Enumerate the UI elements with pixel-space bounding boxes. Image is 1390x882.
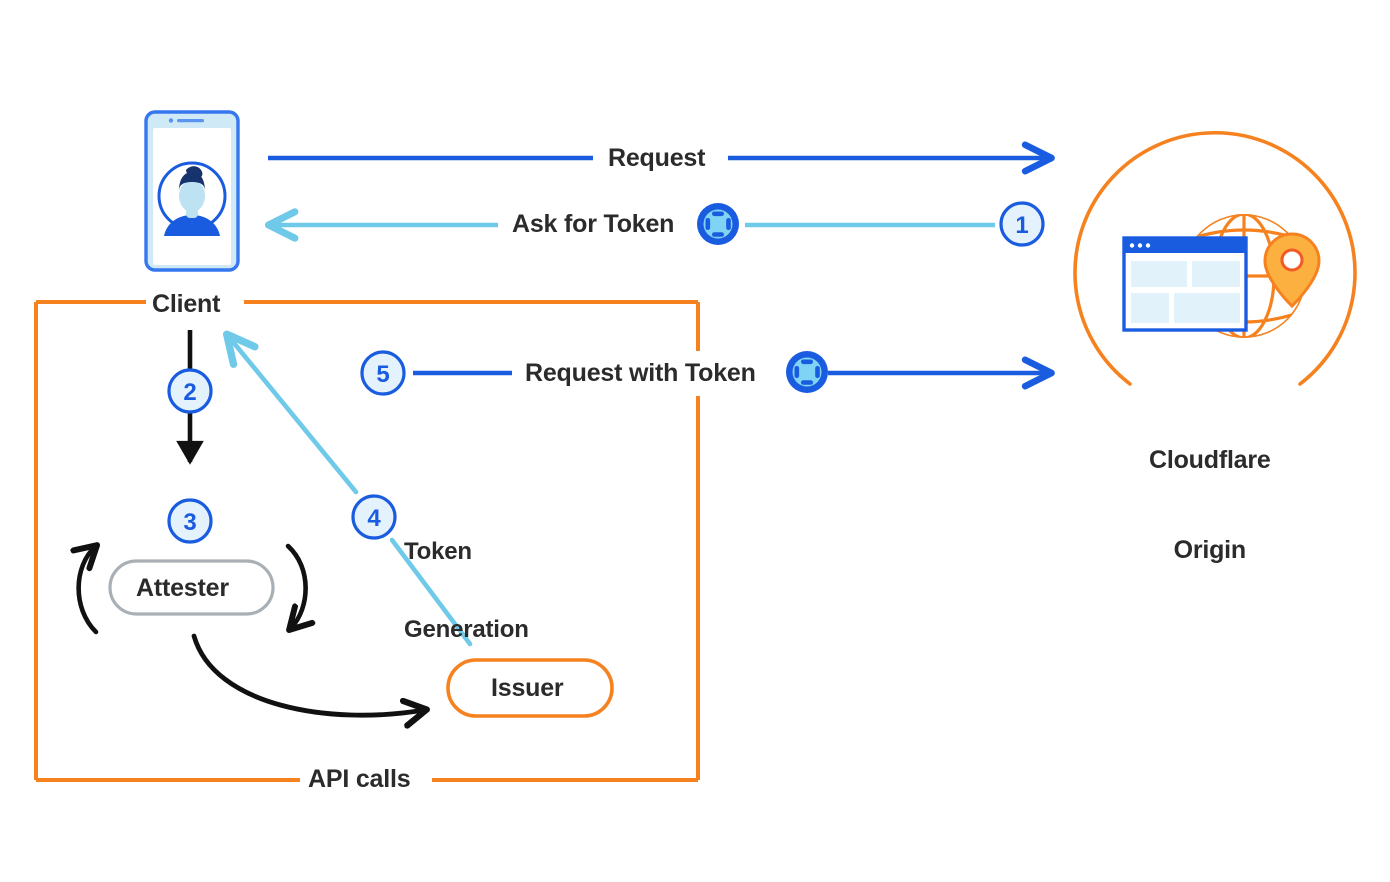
step-number-5: 5 — [360, 350, 406, 396]
attester-node[interactable] — [108, 559, 275, 616]
attester-label: Attester — [136, 574, 229, 602]
step-number-4: 4 — [351, 494, 397, 540]
issuer-node[interactable] — [446, 658, 614, 718]
api-calls-boundary — [34, 300, 700, 782]
boundary-label-client: Client — [152, 290, 221, 318]
step-number-2: 2 — [167, 368, 213, 414]
flow-label-ask-for-token: Ask for Token — [512, 210, 675, 238]
step-number-1: 1 — [999, 201, 1045, 247]
flow-token-generation-arrow — [222, 330, 473, 647]
svg-text:4: 4 — [367, 505, 381, 532]
step-number-3: 3 — [167, 498, 213, 544]
svg-text:2: 2 — [183, 379, 196, 406]
flow-label-request-with-token: Request with Token — [525, 359, 756, 387]
location-pin-icon — [1263, 232, 1321, 309]
issuer-label: Issuer — [491, 674, 564, 702]
token-generation-line2: Generation — [404, 616, 529, 643]
flow-label-request: Request — [608, 144, 706, 172]
mobile-phone-icon — [144, 110, 240, 272]
origin-label-line1: Cloudflare — [1149, 446, 1271, 474]
token-generation-line1: Token — [404, 538, 472, 565]
boundary-label-api-calls: API calls — [308, 765, 411, 793]
token-icon-ask — [697, 203, 739, 245]
flow-label-token-generation: Token Generation — [404, 487, 529, 695]
cloudflare-origin-icon — [1073, 131, 1357, 386]
user-avatar-icon — [157, 161, 227, 236]
browser-window-icon — [1122, 236, 1248, 332]
svg-text:1: 1 — [1015, 212, 1028, 239]
flow-attester-loop-arrows — [79, 546, 424, 715]
svg-text:5: 5 — [376, 361, 389, 388]
cloudflare-origin-label: Cloudflare Origin — [1149, 385, 1271, 625]
token-icon-request-with-token — [786, 351, 828, 393]
svg-text:3: 3 — [183, 509, 196, 536]
origin-label-line2: Origin — [1173, 536, 1247, 564]
